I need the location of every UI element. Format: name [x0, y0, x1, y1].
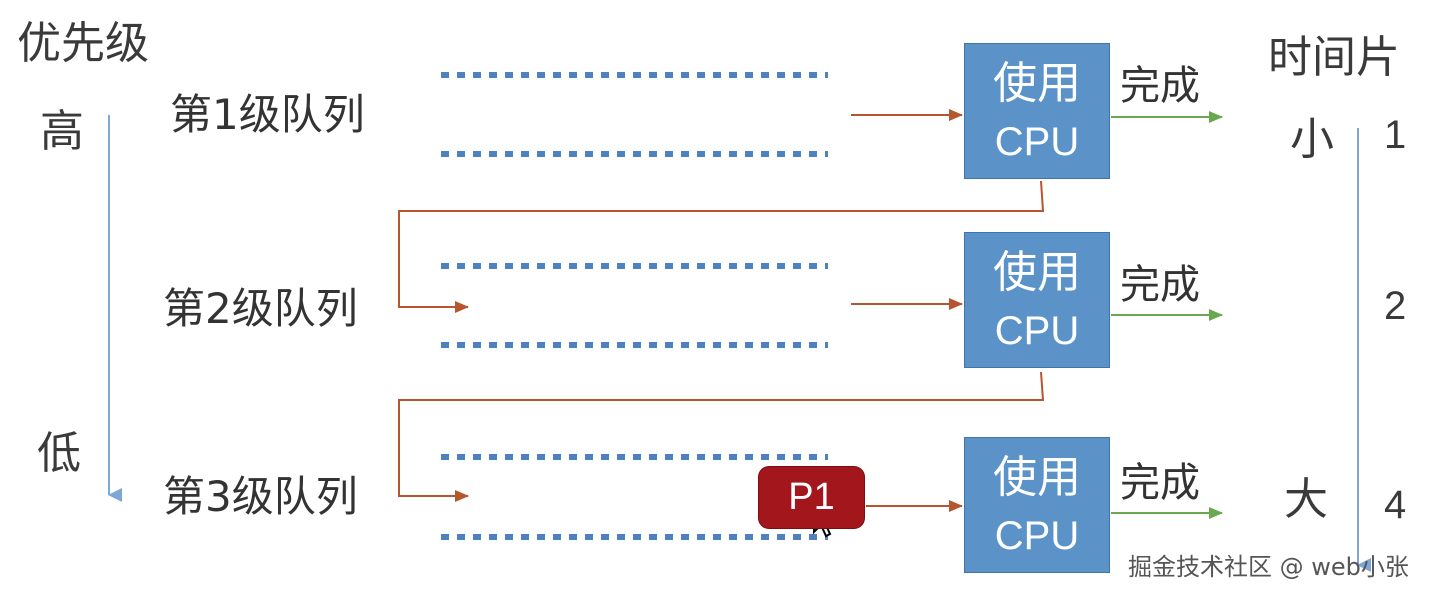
- cpu-box-1-line2: CPU: [994, 120, 1080, 164]
- cpu-box-2-line2: CPU: [994, 309, 1080, 353]
- queue-2-name: 第2级队列: [163, 284, 358, 333]
- priority-label: 优先级: [17, 18, 149, 69]
- done-label-3: 完成: [1120, 460, 1200, 506]
- queue-2-borders: [441, 263, 828, 348]
- time-slice-value-2: 2: [1384, 284, 1407, 328]
- time-slice-value-3: 4: [1384, 483, 1407, 527]
- cpu-box-3: 使用 CPU: [964, 437, 1110, 573]
- time-small-label: 小: [1290, 114, 1334, 165]
- process-p1: P1: [759, 467, 864, 528]
- watermark: 掘金技术社区 @ web小张: [1128, 553, 1409, 581]
- cpu-box-2-line1: 使用: [993, 247, 1081, 298]
- time-slice-value-1: 1: [1384, 113, 1407, 157]
- cpu-box-2: 使用 CPU: [964, 232, 1110, 368]
- priority-low-label: 低: [37, 428, 81, 479]
- time-large-label: 大: [1284, 474, 1328, 525]
- demote-1-to-2-path: [398, 180, 1045, 313]
- queue-3-borders: [441, 454, 828, 540]
- cpu-box-3-line1: 使用: [993, 452, 1081, 503]
- demote-2-to-3-path: [398, 371, 1045, 502]
- cpu-box-1: 使用 CPU: [964, 43, 1110, 179]
- done-label-2: 完成: [1120, 262, 1200, 308]
- cpu-box-1-line1: 使用: [993, 58, 1081, 109]
- queue-3-name: 第3级队列: [163, 472, 358, 521]
- queue-1-borders: [441, 72, 828, 157]
- time-slice-label: 时间片: [1268, 32, 1400, 83]
- priority-high-label: 高: [40, 106, 84, 157]
- done-label-1: 完成: [1120, 63, 1200, 109]
- queue-1-name: 第1级队列: [170, 90, 365, 139]
- cpu-box-3-line2: CPU: [994, 514, 1080, 558]
